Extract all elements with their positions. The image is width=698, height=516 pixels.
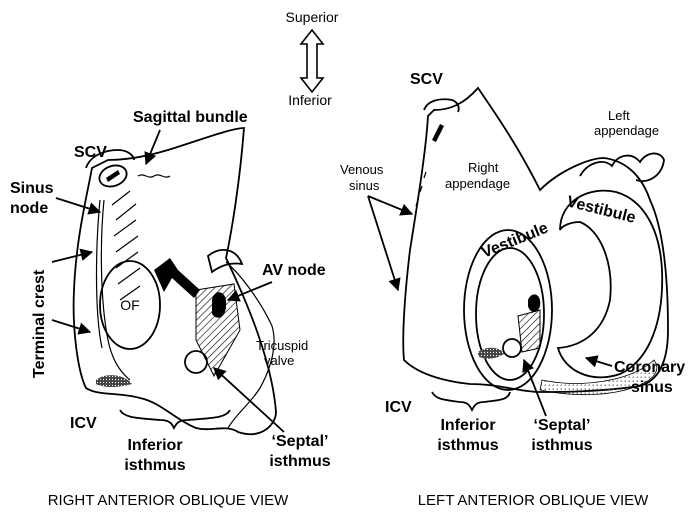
rao-av-node-label: AV node [262, 262, 326, 279]
rao-sinus-node-pointer [56, 198, 100, 212]
rao-tricuspid-label-1: Tricuspid [256, 338, 308, 353]
lao-av-node [528, 294, 540, 312]
rao-sagittal-pointer [146, 130, 160, 164]
rao-crest-pointer-2 [52, 320, 90, 332]
double-arrow-icon [301, 30, 323, 92]
rao-sagittal-bundle-label: Sagittal bundle [133, 109, 248, 126]
rao-valve-leaflet [208, 250, 242, 272]
rao-tricuspid-label-2: valve [264, 353, 294, 368]
lao-venous-sinus-label-1: Venous [340, 162, 384, 177]
rao-caption: RIGHT ANTERIOR OBLIQUE VIEW [48, 492, 289, 509]
lao-venous-pointer-2 [368, 196, 398, 290]
rao-septal-isthmus-label-2: isthmus [269, 453, 330, 470]
rao-sinus-node-label-1: Sinus [10, 180, 54, 197]
lao-scv-label: SCV [410, 71, 443, 88]
orientation-indicator: Superior Inferior [286, 9, 339, 108]
lao-septal-isthmus-label-1: ‘Septal’ [534, 417, 591, 434]
lao-caption: LEFT ANTERIOR OBLIQUE VIEW [418, 492, 649, 509]
lao-sinus-node-mark [432, 124, 444, 142]
lao-left-appendage-label-1: Left [608, 108, 630, 123]
lao-coronary-sinus-label-1: Coronary [614, 359, 685, 376]
lao-right-appendage-label-2: appendage [445, 176, 510, 191]
rao-crest-pointer-1 [52, 252, 92, 262]
right-anterior-oblique-view: OF Sagittal bundle SCV Sinus node Termin… [10, 109, 331, 509]
rao-scv-label: SCV [74, 144, 107, 161]
lao-septal-isthmus-label-2: isthmus [531, 437, 592, 454]
lao-right-appendage-label-1: Right [468, 160, 499, 175]
lao-venous-pointer-1 [368, 196, 412, 214]
lao-left-appendage-label-2: appendage [594, 123, 659, 138]
superior-label: Superior [286, 9, 339, 25]
lao-inferior-isthmus-label-2: isthmus [437, 437, 498, 454]
left-anterior-oblique-view: SCV Left appendage Venous sinus Right ap… [340, 71, 685, 509]
rao-isthmus-bracket [120, 410, 230, 428]
rao-inferior-isthmus-label-2: isthmus [124, 457, 185, 474]
rao-cs-ostium [185, 351, 207, 373]
rao-sinus-node-label-2: node [10, 200, 48, 217]
lao-venous-sinus-label-2: sinus [349, 178, 380, 193]
lao-inferior-isthmus-label-1: Inferior [440, 417, 495, 434]
lao-coronary-pointer [586, 358, 612, 366]
rao-inferior-isthmus-label-1: Inferior [127, 437, 182, 454]
lao-isthmus-bracket [432, 392, 510, 410]
rao-septal-isthmus-label-1: ‘Septal’ [272, 433, 329, 450]
rao-septal-pointer [214, 368, 284, 432]
rao-terminal-crest-label: Terminal crest [31, 269, 48, 378]
rao-big-arrow-icon [154, 258, 200, 298]
lao-left-appendage [580, 153, 664, 181]
rao-of-label: OF [120, 297, 139, 313]
inferior-label: Inferior [288, 92, 332, 108]
rao-sinus-node-mark [106, 170, 120, 182]
lao-coronary-sinus-label-2: sinus [631, 379, 673, 396]
lao-icv-label: ICV [385, 399, 412, 416]
lao-cs-ostium [503, 339, 521, 357]
rao-sagittal-bundle [138, 175, 170, 177]
rao-icv-label: ICV [70, 415, 97, 432]
